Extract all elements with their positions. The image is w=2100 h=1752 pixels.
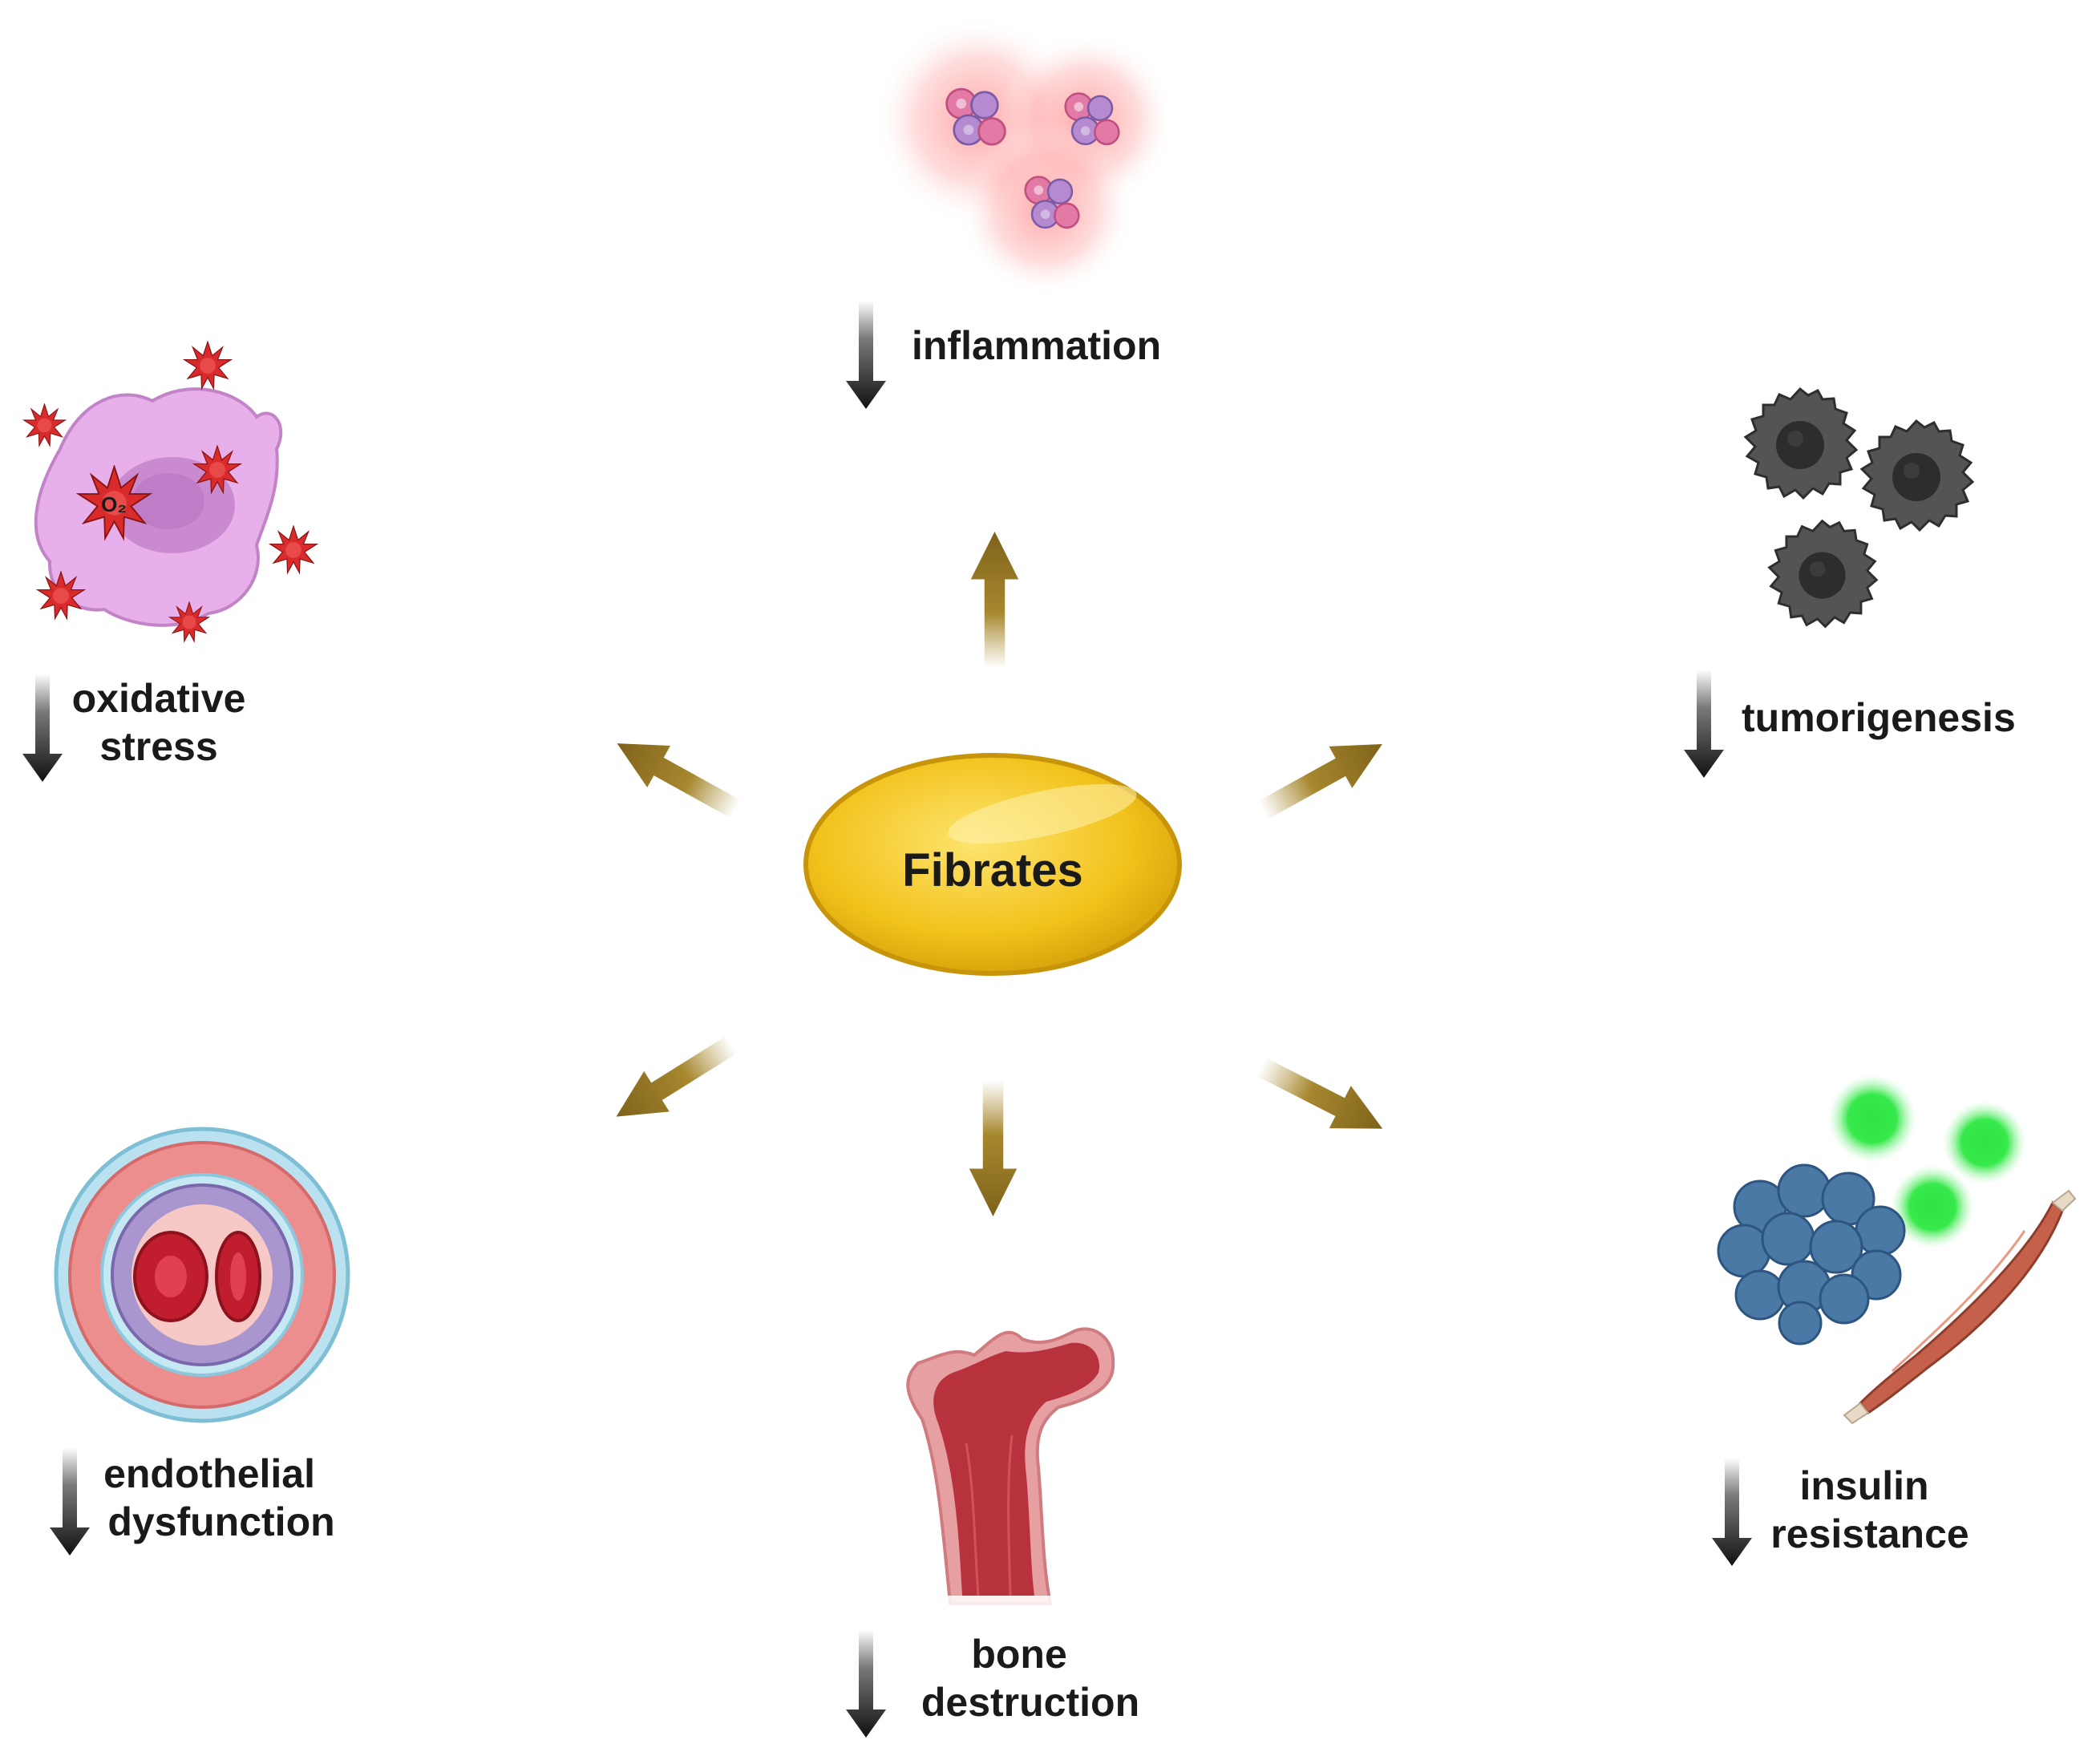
decrease-arrow-endothelial-dysfunction [50,1447,90,1556]
tumor-cells-icon [1744,387,1974,628]
decrease-arrow-inflammation [846,301,886,409]
tumorigenesis-label: tumorigenesis [1742,695,2016,740]
decrease-arrow-tumorigenesis [1684,670,1724,778]
blood-vessel-icon [54,1127,350,1423]
arrow-to-inflammation [970,532,1019,668]
arrow-to-bone-destruction [969,1080,1018,1216]
decrease-arrow-bone-destruction [846,1629,886,1738]
fibrates-capsule: Fibrates [803,753,1182,976]
endothelial-dysfunction-label: endothelial dysfunction [103,1451,335,1544]
insulin-resistance-label: insulin resistance [1770,1463,1968,1556]
decrease-arrow-insulin-resistance [1712,1458,1752,1566]
decrease-arrow-oxidative-stress [22,674,63,782]
arrow-to-endothelial-dysfunction [603,1024,745,1137]
adipose-cluster [1717,1163,1906,1345]
ros-cell-icon: O₂ [23,341,318,642]
arrow-to-oxidative-stress [605,722,748,831]
inflammatory-cells-icon [874,16,1175,297]
inflammation-label: inflammation [912,323,1161,368]
o2-badge: O₂ [101,492,127,516]
adipose-muscle-icon [1717,1074,2077,1425]
arrow-to-insulin-resistance [1250,1045,1394,1151]
femur-bone-icon [906,1327,1115,1620]
oxidative-stress-label: oxidative stress [72,676,257,769]
bone-destruction-label: bone destruction [921,1632,1139,1725]
fibrates-label: Fibrates [902,844,1083,896]
arrow-to-tumorigenesis [1251,722,1394,831]
